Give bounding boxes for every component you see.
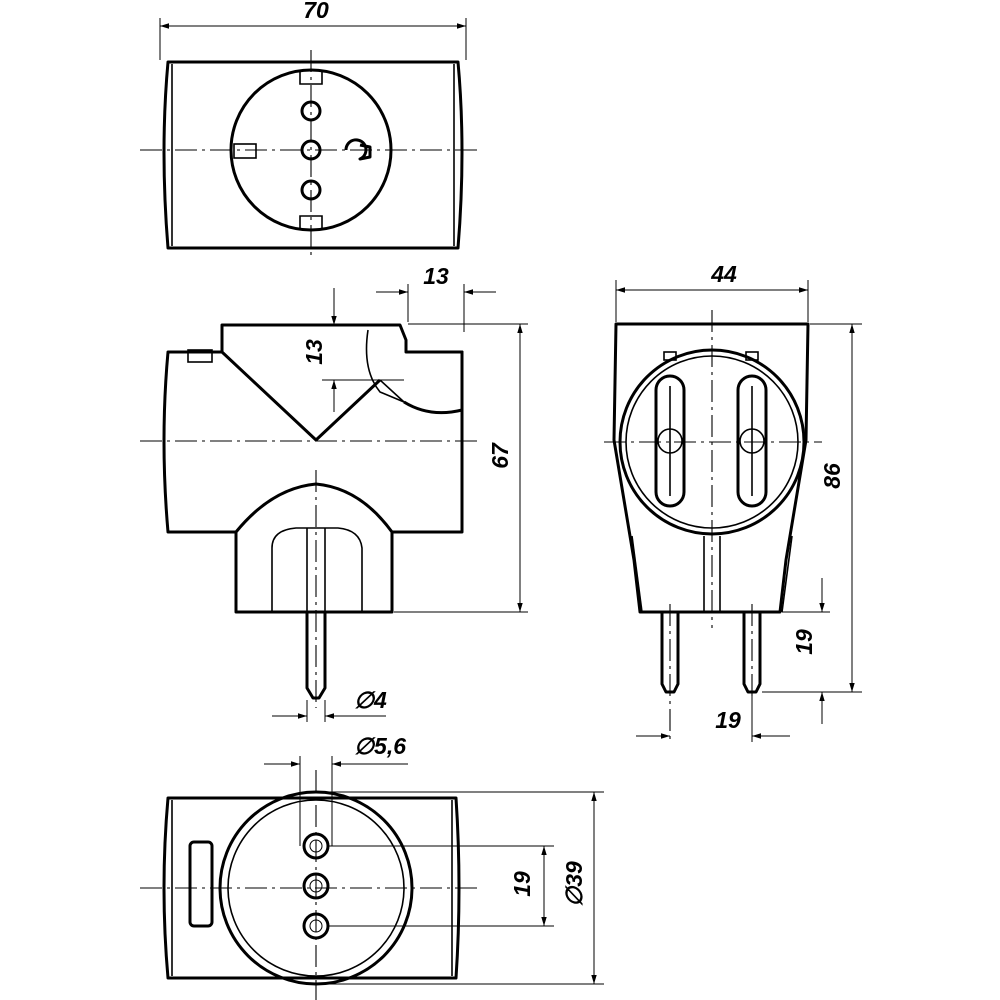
dim-hole-diameter: ∅5,6 [354, 733, 406, 759]
top-view: 70 [140, 0, 478, 258]
dim-shutter-width: 13 [423, 263, 449, 289]
dim-socket-diameter: ∅39 [561, 861, 587, 907]
dim-shutter-height: 13 [301, 339, 327, 365]
dim-hole-spacing: 19 [509, 871, 535, 897]
side-view: 67 13 13 ∅4 [140, 263, 528, 722]
dim-end-height: 86 [819, 463, 845, 489]
dim-width-top: 70 [303, 0, 329, 23]
end-view: 44 86 19 19 [604, 261, 862, 742]
dim-side-height: 67 [487, 442, 513, 469]
dim-pin-spacing-horizontal: 19 [715, 707, 741, 733]
dim-pin-diameter: ∅4 [354, 687, 387, 713]
dim-pin-spacing-vertical: 19 [791, 629, 817, 655]
dim-end-width: 44 [710, 261, 737, 287]
bottom-view: ∅5,6 19 ∅39 [140, 733, 604, 1000]
